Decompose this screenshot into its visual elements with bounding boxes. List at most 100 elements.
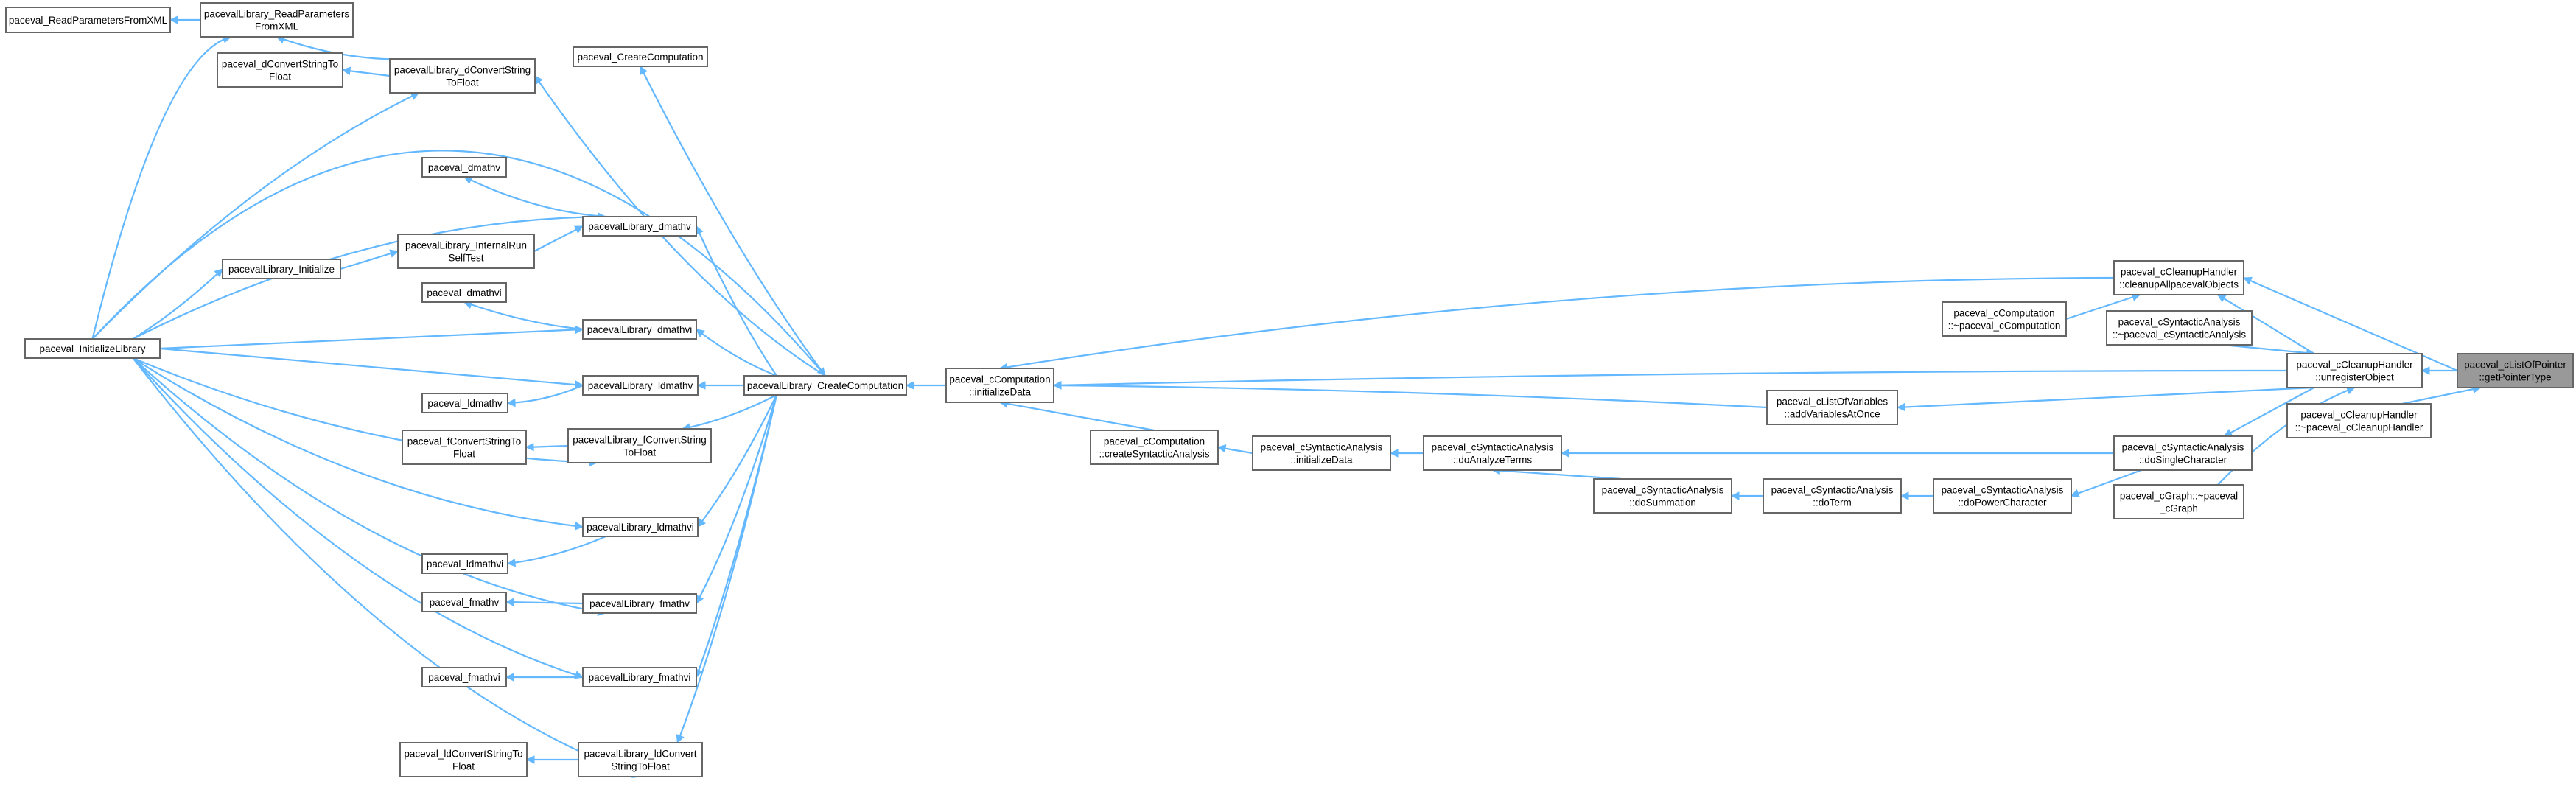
node-box bbox=[582, 319, 697, 340]
node-libInitialize[interactable]: pacevalLibrary_Initialize bbox=[222, 259, 341, 279]
node-dmathv[interactable]: paceval_dmathv bbox=[421, 157, 507, 178]
node-box bbox=[1593, 478, 1732, 514]
node-label: paceval_cSyntacticAnalysis bbox=[2118, 317, 2241, 328]
node-label: StringToFloat bbox=[611, 761, 670, 772]
edge-libDmathvi-to-dmathvi bbox=[463, 301, 584, 331]
node-initLibrary[interactable]: paceval_InitializeLibrary bbox=[24, 338, 161, 359]
node-compInitData[interactable]: paceval_cComputation::initializeData bbox=[945, 368, 1054, 403]
node-syntInitData[interactable]: paceval_cSyntacticAnalysis::initializeDa… bbox=[1252, 435, 1391, 471]
node-cleanupUnreg[interactable]: paceval_cCleanupHandler::unregisterObjec… bbox=[2286, 353, 2423, 388]
node-cleanupDestructor[interactable]: paceval_cCleanupHandler::~paceval_cClean… bbox=[2286, 403, 2432, 438]
edge-libCreateComp-to-libDmathvi bbox=[696, 329, 777, 377]
node-readParamsXML[interactable]: paceval_ReadParametersFromXML bbox=[5, 7, 171, 33]
edge-initLibrary-to-libFConvert bbox=[132, 357, 598, 467]
node-label: pacevalLibrary_ldConvert bbox=[584, 749, 696, 760]
node-ldmathvi[interactable]: paceval_ldmathvi bbox=[421, 553, 508, 574]
node-fmathvi[interactable]: paceval_fmathvi bbox=[421, 667, 507, 687]
node-box bbox=[1933, 478, 2072, 514]
node-label: paceval_cSyntacticAnalysis bbox=[1261, 442, 1383, 453]
node-label: paceval_cComputation bbox=[1104, 436, 1205, 447]
node-label: ::doTerm bbox=[1813, 497, 1852, 508]
node-graphDestructor[interactable]: paceval_cGraph::~paceval_cGraph bbox=[2113, 484, 2244, 519]
node-libLdmathvi[interactable]: pacevalLibrary_ldmathvi bbox=[582, 517, 699, 537]
node-label: ::doAnalyzeTerms bbox=[1453, 455, 1533, 466]
edge-libLdConvert-to-ldConvertToFloat bbox=[525, 755, 578, 764]
call-graph-nodes: paceval_ReadParametersFromXML pacevalLibr… bbox=[5, 2, 2574, 777]
node-syntTerm[interactable]: paceval_cSyntacticAnalysis::doTerm bbox=[1763, 478, 1902, 514]
node-box bbox=[24, 338, 161, 359]
node-syntSummation[interactable]: paceval_cSyntacticAnalysis::doSummation bbox=[1593, 478, 1732, 514]
node-box bbox=[421, 553, 508, 574]
node-dmathvi[interactable]: paceval_dmathvi bbox=[421, 282, 507, 303]
node-box bbox=[582, 517, 699, 537]
node-box bbox=[2106, 310, 2253, 346]
node-box bbox=[397, 234, 535, 269]
edge-initLibrary-to-libDConvert bbox=[91, 92, 420, 340]
edge-libLdmathv-to-ldmathv bbox=[506, 384, 584, 407]
node-box bbox=[582, 216, 697, 237]
edge-libFmathv-to-fmathv bbox=[505, 598, 584, 607]
node-libDmathvi[interactable]: pacevalLibrary_dmathvi bbox=[582, 319, 697, 340]
node-label: ::~paceval_cCleanupHandler bbox=[2295, 422, 2423, 433]
node-compCreateSynt[interactable]: paceval_cComputation::createSyntacticAna… bbox=[1090, 430, 1219, 465]
node-box bbox=[2286, 353, 2423, 388]
node-compDestructor[interactable]: paceval_cComputation::~paceval_cComputat… bbox=[1942, 301, 2067, 337]
node-libFmathvi[interactable]: pacevalLibrary_fmathvi bbox=[582, 667, 697, 687]
edge-libCreateComp-to-libFConvert bbox=[682, 394, 777, 432]
node-syntAnalyze[interactable]: paceval_cSyntacticAnalysis::doAnalyzeTer… bbox=[1423, 435, 1562, 471]
node-syntDestructor[interactable]: paceval_cSyntacticAnalysis::~paceval_cSy… bbox=[2106, 310, 2253, 346]
edge-syntInitData-to-compCreateSynt bbox=[1217, 444, 1253, 455]
node-box bbox=[200, 2, 354, 38]
node-label: paceval_dmathv bbox=[428, 162, 501, 173]
edge-initLibrary-to-libDmathvi bbox=[159, 325, 584, 350]
node-label: paceval_dmathvi bbox=[427, 287, 501, 298]
node-label: paceval_cSyntacticAnalysis bbox=[1602, 485, 1724, 496]
node-box bbox=[2113, 435, 2253, 471]
node-root[interactable]: paceval_cListOfPointer::getPointerType bbox=[2457, 353, 2574, 388]
node-label: pacevalLibrary_ldmathv bbox=[588, 380, 693, 391]
node-libLdmathv[interactable]: pacevalLibrary_ldmathv bbox=[582, 375, 699, 396]
node-label: paceval_cSyntacticAnalysis bbox=[2122, 442, 2244, 453]
node-label: paceval_cSyntacticAnalysis bbox=[1771, 485, 1894, 496]
node-box bbox=[421, 592, 507, 612]
edge-syntPower-to-syntTerm bbox=[1900, 491, 1933, 500]
node-syntSingleChar[interactable]: paceval_cSyntacticAnalysis::doSingleChar… bbox=[2113, 435, 2253, 471]
node-label: paceval_cSyntacticAnalysis bbox=[1432, 442, 1554, 453]
edge-syntSingleChar-to-syntPower bbox=[2070, 469, 2142, 497]
node-syntPower[interactable]: paceval_cSyntacticAnalysis::doPowerChara… bbox=[1933, 478, 2072, 514]
node-label: Float bbox=[453, 449, 475, 460]
node-label: paceval_cCleanupHandler bbox=[2296, 360, 2413, 371]
node-fmathv[interactable]: paceval_fmathv bbox=[421, 592, 507, 612]
node-label: paceval_cListOfVariables bbox=[1777, 396, 1889, 407]
node-libReadParams[interactable]: pacevalLibrary_ReadParametersFromXML bbox=[200, 2, 354, 38]
node-cleanupAll[interactable]: paceval_cCleanupHandler::cleanupAllpacev… bbox=[2113, 260, 2244, 295]
node-label: pacevalLibrary_ldmathvi bbox=[587, 522, 694, 533]
edge-initLibrary-to-libReadParams bbox=[91, 35, 232, 340]
node-libFmathv[interactable]: pacevalLibrary_fmathv bbox=[582, 593, 697, 614]
edge-libCreateComp-to-createComp bbox=[640, 66, 826, 377]
node-ldmathv[interactable]: paceval_ldmathv bbox=[421, 393, 508, 413]
node-libDmathv[interactable]: pacevalLibrary_dmathv bbox=[582, 216, 697, 237]
edge-libFConvert-to-fConvertToFloat bbox=[525, 442, 569, 452]
node-label: pacevalLibrary_fConvertString bbox=[573, 435, 707, 446]
call-graph-edges bbox=[91, 15, 2482, 778]
node-box bbox=[2457, 353, 2574, 388]
node-listAddVars[interactable]: paceval_cListOfVariables::addVariablesAt… bbox=[1766, 390, 1898, 425]
node-libCreateComp[interactable]: pacevalLibrary_CreateComputation bbox=[743, 375, 907, 396]
edge-libDmathv-to-dmathv bbox=[463, 176, 606, 218]
node-label: Float bbox=[269, 71, 291, 83]
node-box bbox=[421, 157, 507, 178]
node-label: Float bbox=[452, 761, 475, 772]
node-createComp[interactable]: paceval_CreateComputation bbox=[573, 46, 708, 67]
node-box bbox=[421, 667, 507, 687]
node-label: pacevalLibrary_ReadParameters bbox=[204, 9, 350, 20]
node-label: ::doSingleCharacter bbox=[2139, 455, 2227, 466]
node-box bbox=[2113, 484, 2244, 519]
